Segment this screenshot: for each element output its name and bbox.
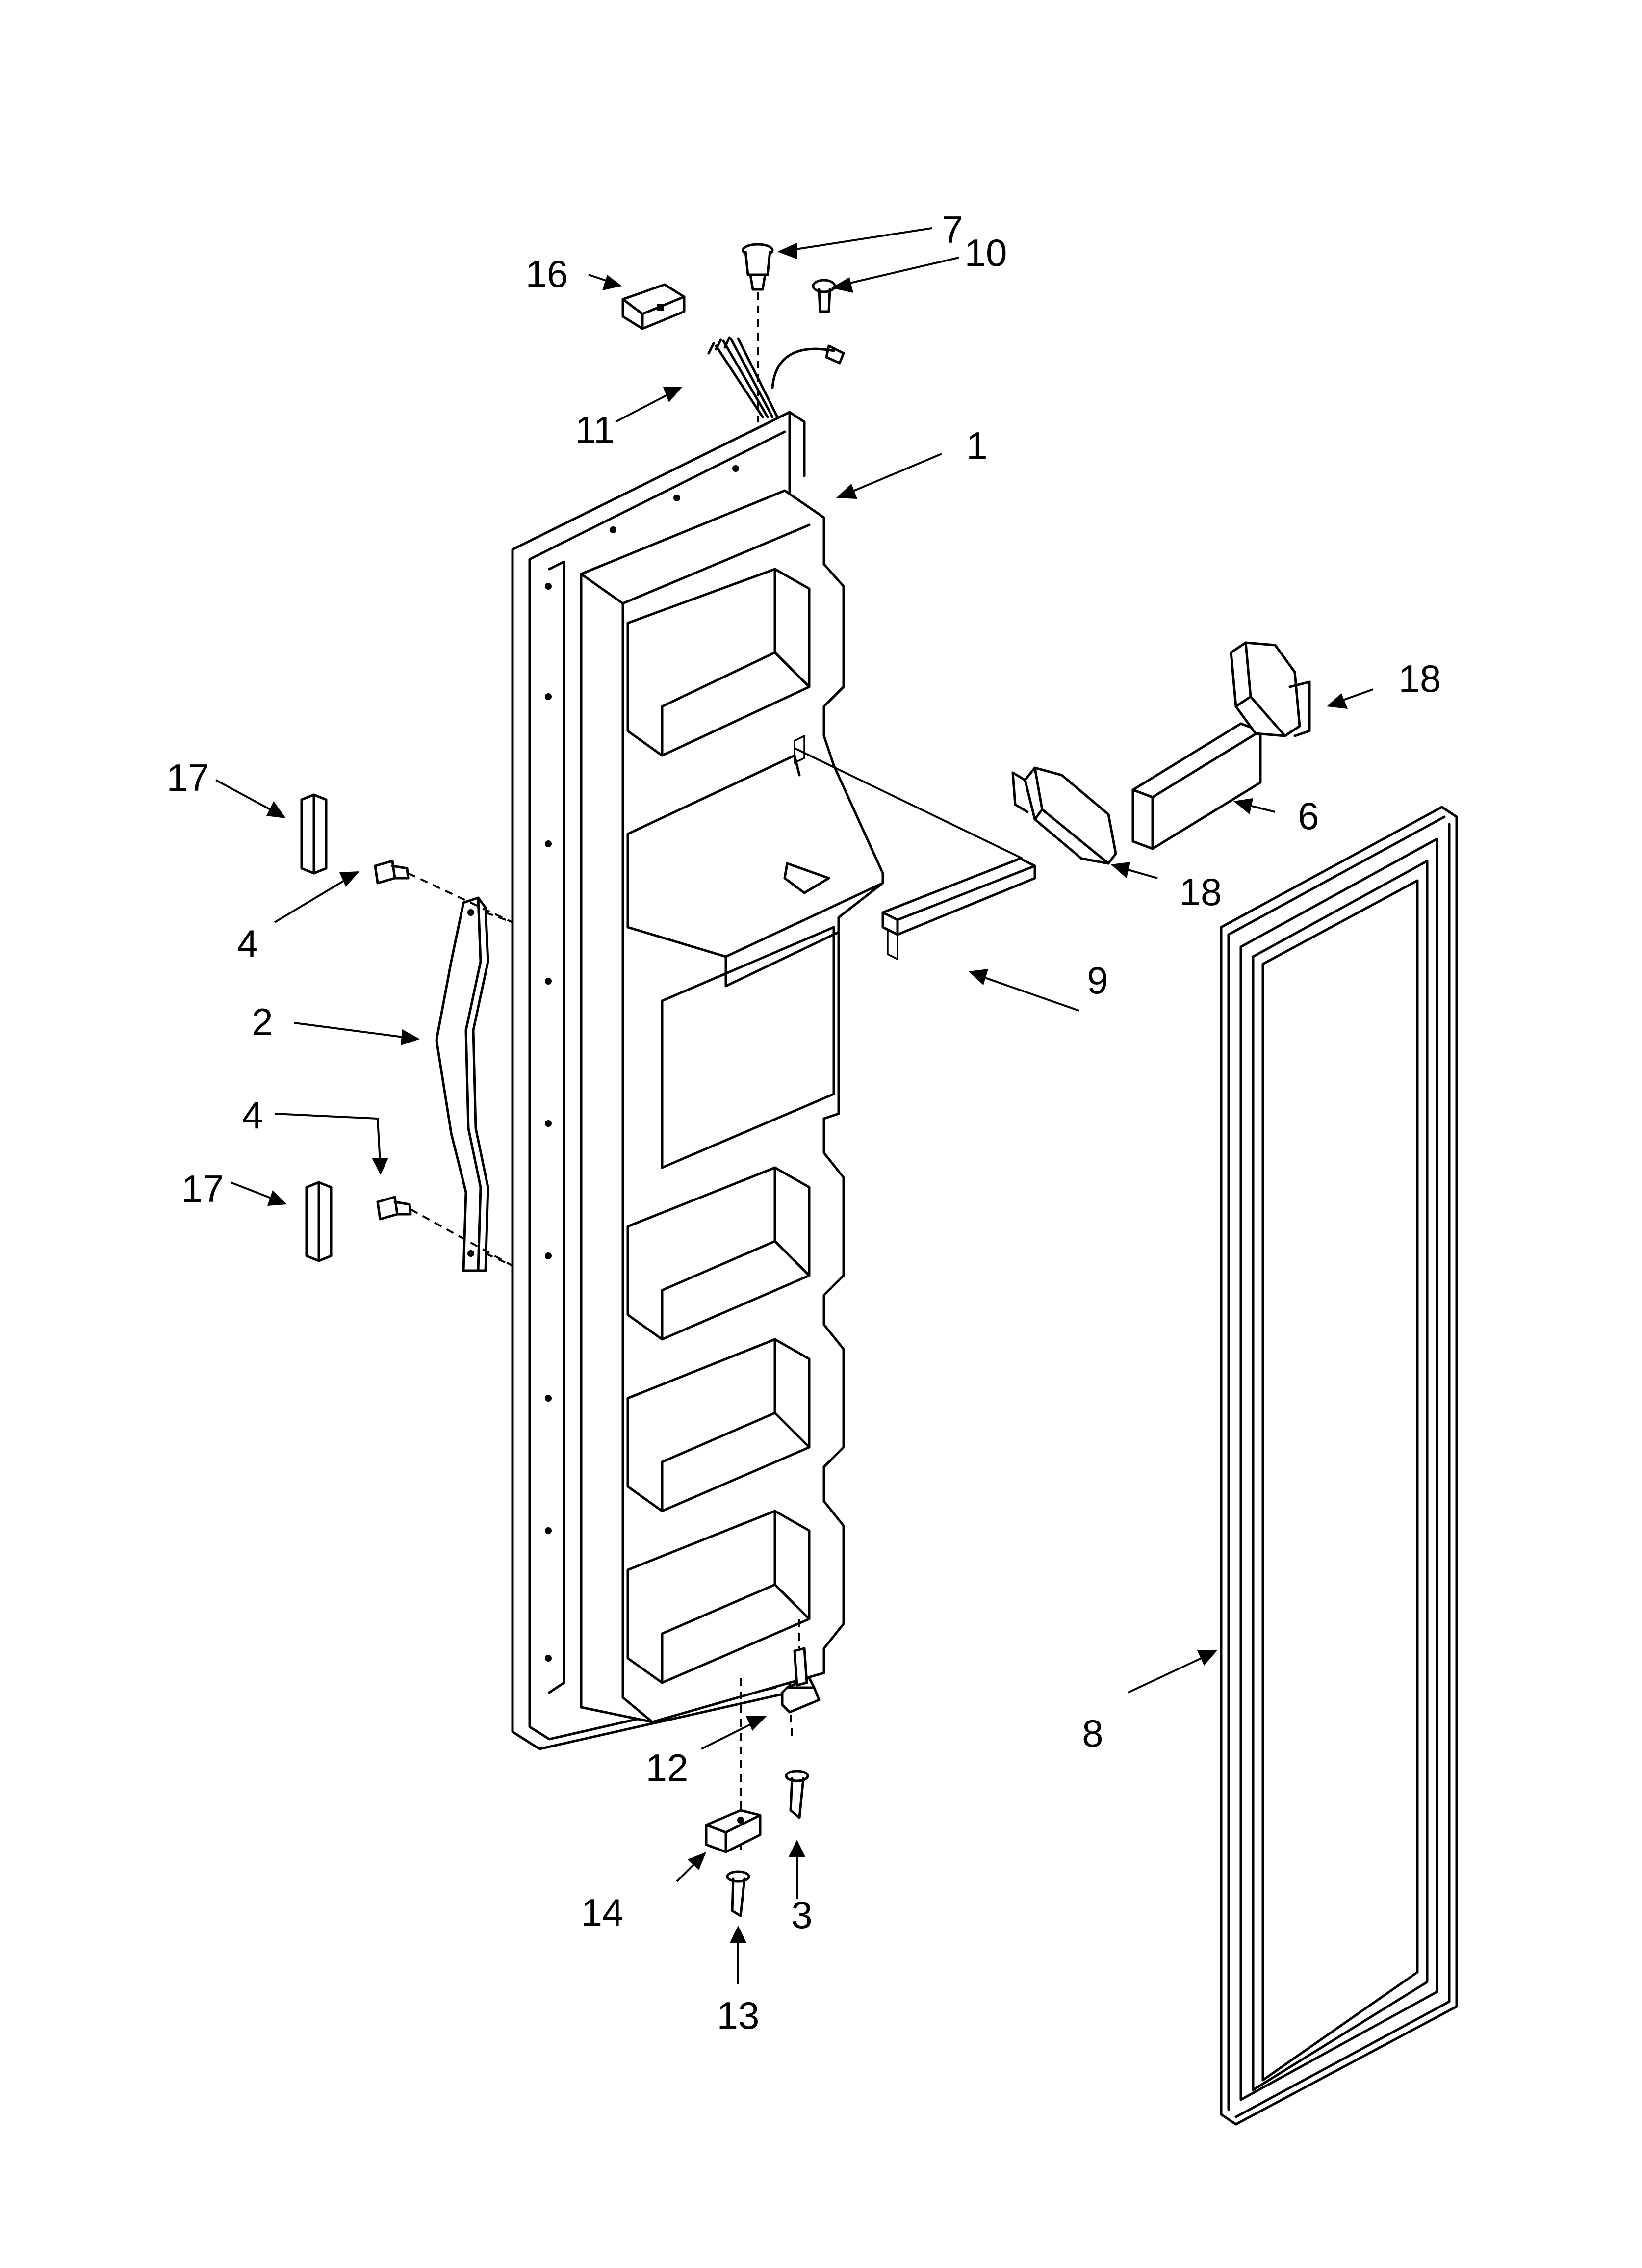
callout-10: 10 (965, 231, 1007, 274)
handle-endcap-lower (305, 1181, 333, 1262)
callout-3: 3 (791, 1893, 812, 1936)
callout-1: 1 (966, 424, 987, 467)
door-gasket (1220, 806, 1458, 2126)
callout-13: 13 (717, 1994, 760, 2037)
stop-screw (726, 1870, 750, 1917)
handle-screw-lower (376, 1196, 412, 1221)
shelf-bin (1131, 722, 1262, 850)
callout-6: 6 (1298, 794, 1319, 837)
hinge-screw (785, 1770, 809, 1819)
callout-9: 9 (1087, 959, 1108, 1002)
flange-screws (545, 583, 552, 1662)
callout-16: 16 (526, 252, 568, 295)
door-assembly (511, 411, 884, 1750)
dispenser-trim (881, 857, 1036, 960)
callout-18-lower: 18 (1180, 870, 1222, 913)
door-handle (435, 896, 489, 1272)
callout-leaders (215, 227, 1374, 1984)
callout-12: 12 (646, 1746, 689, 1789)
callout-2: 2 (252, 1000, 273, 1043)
bin-bracket-upper (1230, 641, 1311, 737)
door-stop (705, 1809, 762, 1853)
callout-17-upper: 17 (167, 756, 209, 799)
wire-harness (707, 336, 845, 418)
callout-7: 7 (942, 208, 963, 251)
callout-labels: 1 2 3 4 4 6 7 8 9 10 11 12 13 14 16 17 1… (167, 208, 1441, 2037)
callout-14: 14 (581, 1891, 624, 1934)
handle-screw-upper (374, 860, 410, 885)
callout-8: 8 (1082, 1712, 1103, 1755)
callout-18-upper: 18 (1399, 657, 1441, 700)
handle-endcap-upper (300, 793, 328, 875)
callout-4-lower: 4 (242, 1094, 263, 1137)
wire-connector (621, 283, 686, 330)
callout-17-lower: 17 (181, 1167, 224, 1210)
callout-11: 11 (575, 408, 615, 451)
lower-hinge (781, 1647, 821, 1714)
bin-bracket-lower (1011, 766, 1117, 865)
hinge-plug (742, 243, 774, 291)
callout-4-upper: 4 (237, 922, 258, 965)
top-screw (812, 279, 836, 313)
